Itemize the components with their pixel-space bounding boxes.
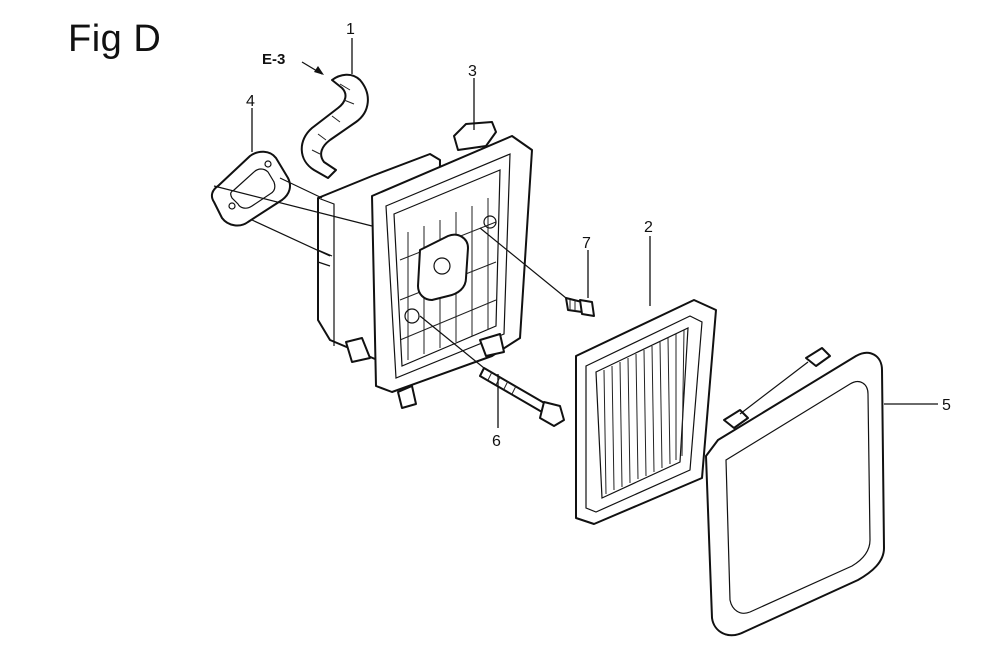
reference-label: E-3 xyxy=(262,51,285,68)
callout-7: 7 xyxy=(582,235,591,252)
long-bolt xyxy=(479,367,565,427)
leader-lines xyxy=(213,38,938,428)
callout-6: 6 xyxy=(492,433,501,450)
air-cleaner-case xyxy=(317,121,533,409)
small-bolt xyxy=(565,297,595,317)
gasket xyxy=(210,150,291,227)
air-cleaner-cover xyxy=(705,347,885,637)
filter-element xyxy=(575,299,717,525)
callout-1: 1 xyxy=(346,21,355,38)
callout-3: 3 xyxy=(468,63,477,80)
reference-arrow-icon xyxy=(314,66,324,75)
breather-tube xyxy=(300,73,369,179)
figure-title: Fig D xyxy=(68,18,162,60)
callout-4: 4 xyxy=(246,93,255,110)
callout-5: 5 xyxy=(942,397,951,414)
callout-2: 2 xyxy=(644,219,653,236)
